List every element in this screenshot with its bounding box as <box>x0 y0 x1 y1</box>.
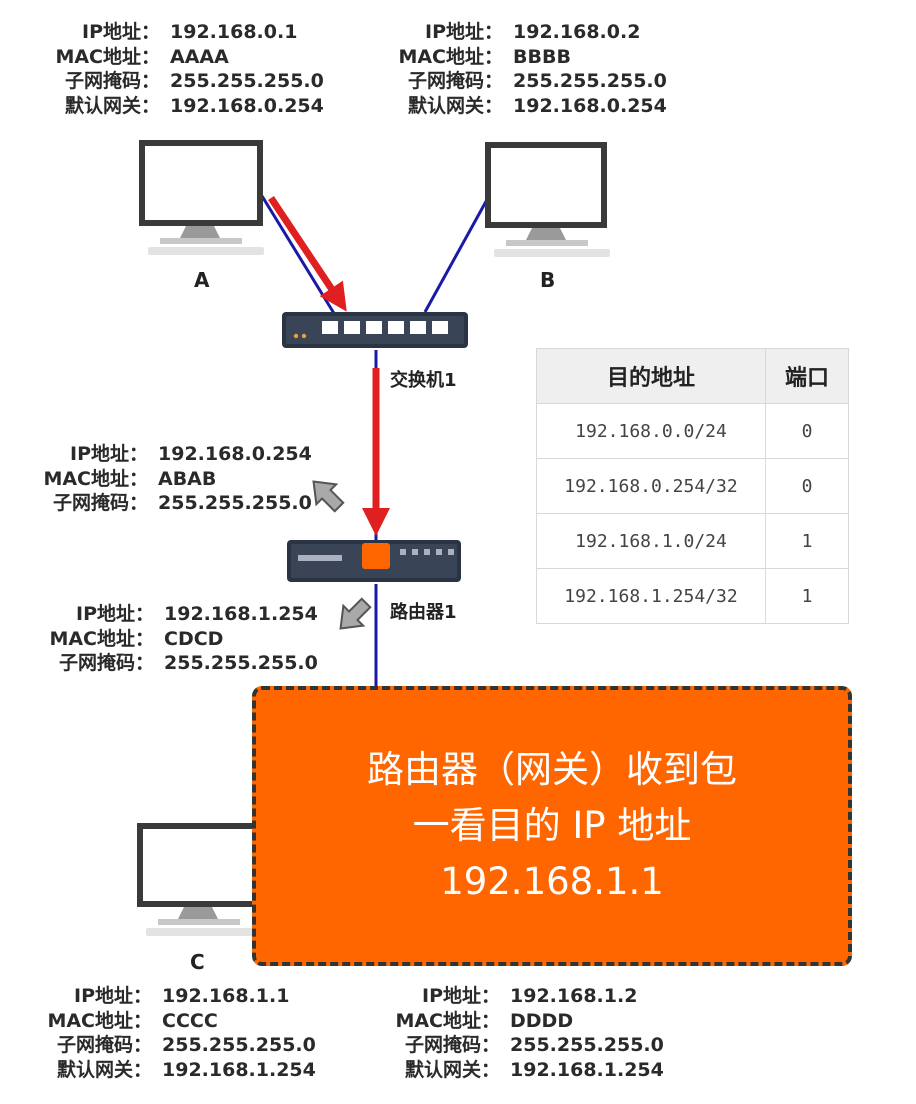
computer-b-icon <box>485 142 610 257</box>
port-cell: 1 <box>765 513 849 569</box>
ip-key: IP地址： <box>425 21 503 43</box>
mask-value: 255.255.255.0 <box>170 70 324 92</box>
mask-value: 255.255.255.0 <box>158 492 312 514</box>
host-a-label: A <box>194 268 210 292</box>
switch-icon <box>282 312 468 348</box>
table-row: 192.168.1.0/24 1 <box>536 513 849 569</box>
routing-table: 目的地址 端口 192.168.0.0/24 0 192.168.0.254/3… <box>536 348 849 624</box>
host-b-label: B <box>540 268 556 292</box>
gateway-value: 192.168.1.254 <box>162 1058 316 1081</box>
mask-value: 255.255.255.0 <box>513 70 667 92</box>
mac-value: CCCC <box>162 1009 218 1032</box>
mask-key: 子网掩码： <box>56 1034 152 1056</box>
ip-key: IP地址： <box>70 443 148 465</box>
mask-value: 255.255.255.0 <box>164 652 318 674</box>
host-d-info: IP地址： 192.168.1.2 MAC地址： DDDD 子网掩码： 255.255… <box>392 984 664 1082</box>
mac-value: BBBB <box>513 45 571 68</box>
mac-key: MAC地址： <box>398 45 503 68</box>
table-row: 192.168.0.0/24 0 <box>536 403 849 459</box>
port-cell: 0 <box>765 458 849 514</box>
ip-value: 192.168.1.254 <box>164 603 318 625</box>
mask-key: 子网掩码： <box>407 70 503 92</box>
mac-value: AAAA <box>170 45 229 68</box>
router-port0-info: IP地址： 192.168.0.254 MAC地址： ABAB 子网掩码： 255.2… <box>40 442 312 516</box>
link-a-switch <box>260 195 337 316</box>
destination-cell: 192.168.0.254/32 <box>536 458 766 514</box>
port0-arrow-icon <box>312 480 345 513</box>
port1-arrow-icon <box>339 597 372 630</box>
switch-label: 交换机1 <box>390 370 457 391</box>
gateway-value: 192.168.1.254 <box>510 1058 664 1081</box>
mac-value: CDCD <box>164 627 224 650</box>
table-row: 192.168.1.254/32 1 <box>536 568 849 624</box>
router-port1-info: IP地址： 192.168.1.254 MAC地址： CDCD 子网掩码： 255.2… <box>46 602 318 676</box>
packet-arrow-a-to-switch <box>268 196 347 312</box>
mac-value: DDDD <box>510 1009 574 1032</box>
gateway-value: 192.168.0.254 <box>513 94 667 117</box>
callout-line-3: 192.168.1.1 <box>440 860 664 903</box>
mac-key: MAC地址： <box>49 627 154 650</box>
callout-line-2: 一看目的 IP 地址 <box>412 804 692 847</box>
ip-value: 192.168.0.2 <box>513 21 641 43</box>
host-a-info: IP地址： 192.168.0.1 MAC地址： AAAA 子网掩码： 255.255… <box>52 20 324 118</box>
mac-value: ABAB <box>158 467 217 490</box>
ip-value: 192.168.0.1 <box>170 21 298 43</box>
mask-key: 子网掩码： <box>64 70 160 92</box>
mask-value: 255.255.255.0 <box>162 1034 316 1056</box>
gateway-value: 192.168.0.254 <box>170 94 324 117</box>
gateway-key: 默认网关： <box>404 1058 500 1081</box>
header-destination: 目的地址 <box>536 348 766 404</box>
gateway-key: 默认网关： <box>56 1058 152 1081</box>
table-header-row: 目的地址 端口 <box>536 348 849 404</box>
destination-cell: 192.168.1.254/32 <box>536 568 766 624</box>
mask-key: 子网掩码： <box>52 492 148 514</box>
computer-c-icon <box>137 823 262 936</box>
port-cell: 0 <box>765 403 849 459</box>
mac-key: MAC地址： <box>55 45 160 68</box>
explanation-callout: 路由器（网关）收到包 一看目的 IP 地址 192.168.1.1 <box>252 686 852 966</box>
destination-cell: 192.168.1.0/24 <box>536 513 766 569</box>
router-label: 路由器1 <box>390 602 457 623</box>
callout-line-1: 路由器（网关）收到包 <box>367 748 737 791</box>
host-b-info: IP地址： 192.168.0.2 MAC地址： BBBB 子网掩码： 255.255… <box>395 20 667 118</box>
mac-key: MAC地址： <box>47 1009 152 1032</box>
table-row: 192.168.0.254/32 0 <box>536 458 849 514</box>
link-b-switch <box>423 195 491 313</box>
gateway-key: 默认网关： <box>64 94 160 117</box>
ip-value: 192.168.1.2 <box>510 985 638 1007</box>
mac-key: MAC地址： <box>43 467 148 490</box>
port-cell: 1 <box>765 568 849 624</box>
ip-key: IP地址： <box>76 603 154 625</box>
computer-a-icon <box>139 140 264 255</box>
host-c-info: IP地址： 192.168.1.1 MAC地址： CCCC 子网掩码： 255.255… <box>44 984 316 1082</box>
mask-key: 子网掩码： <box>58 652 154 674</box>
mac-key: MAC地址： <box>395 1009 500 1032</box>
ip-key: IP地址： <box>422 985 500 1007</box>
ip-value: 192.168.1.1 <box>162 985 290 1007</box>
ip-key: IP地址： <box>74 985 152 1007</box>
mask-value: 255.255.255.0 <box>510 1034 664 1056</box>
router-icon <box>287 540 461 582</box>
ip-key: IP地址： <box>82 21 160 43</box>
mask-key: 子网掩码： <box>404 1034 500 1056</box>
header-port: 端口 <box>765 348 849 404</box>
destination-cell: 192.168.0.0/24 <box>536 403 766 459</box>
host-c-label: C <box>190 950 205 974</box>
gateway-key: 默认网关： <box>407 94 503 117</box>
ip-value: 192.168.0.254 <box>158 443 312 465</box>
